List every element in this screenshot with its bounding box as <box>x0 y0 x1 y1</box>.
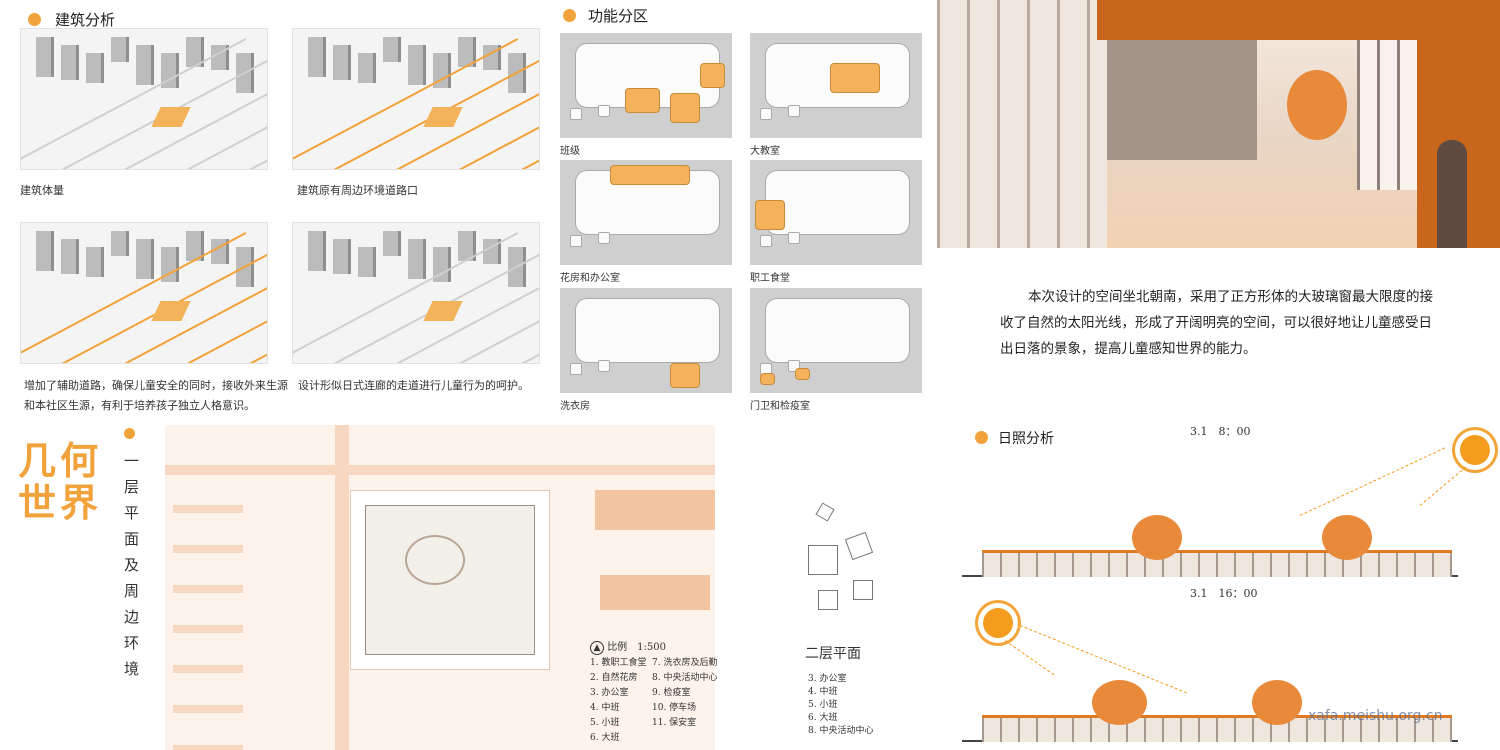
legend-item: 1. 教职工食堂 <box>590 658 647 668</box>
caption: 和本社区生源，有利于培养孩子独立人格意识。 <box>24 399 255 412</box>
function-zones-title: 功能分区 <box>588 7 649 25</box>
site-axonometric-diagram <box>292 222 540 364</box>
plan-legend: 1. 教职工食堂 7. 洗衣房及后勤 2. 自然花房 8. 中央活动中心 3. 办公室 9… <box>590 656 720 746</box>
site-axonometric-diagram <box>292 28 540 170</box>
logo: 几何世界 <box>18 439 103 525</box>
sun-icon <box>1460 435 1490 465</box>
legend-item: 6. 大班 <box>590 733 620 743</box>
site-plan <box>165 425 715 750</box>
sun-ray <box>1419 466 1467 506</box>
legend-item: 3. 办公室 <box>590 688 629 698</box>
legend-item: 4. 中班 <box>808 687 838 697</box>
legend-item: 8. 中央活动中心 <box>808 726 874 736</box>
site-axonometric-diagram <box>20 222 268 364</box>
section-afternoon <box>962 680 1458 742</box>
caption: 建筑原有周边环境道路口 <box>297 184 418 197</box>
bullet-icon <box>563 9 576 22</box>
function-zone-caption: 门卫和检疫室 <box>750 401 810 412</box>
function-zone-diagram <box>750 160 922 265</box>
site-highlight <box>423 301 463 321</box>
north-arrow-icon: ▲ <box>590 641 604 655</box>
legend-item: 10. 停车场 <box>652 703 697 713</box>
caption: 增加了辅助道路，确保儿童安全的同时，接收外来生源 <box>24 379 288 392</box>
legend-item: 6. 大班 <box>808 713 838 723</box>
time-label-morning: 3.1 8：00 <box>1190 425 1251 438</box>
site-highlight <box>151 107 191 127</box>
scale-label: ▲ 比例 1:500 <box>590 638 715 655</box>
caption: 设计形似日式连廊的走道进行儿童行为的呵护。 <box>298 379 529 392</box>
legend-item: 4. 中班 <box>590 703 620 713</box>
function-zone-diagram <box>560 288 732 393</box>
legend-item: 7. 洗衣房及后勤 <box>652 658 718 668</box>
site-highlight <box>151 301 191 321</box>
function-zone-diagram <box>750 288 922 393</box>
sun-ray <box>1004 640 1055 676</box>
legend-item: 3. 办公室 <box>808 674 847 684</box>
legend-item: 9. 检疫室 <box>652 688 691 698</box>
site-highlight <box>423 107 463 127</box>
legend-item: 11. 保安室 <box>652 718 697 728</box>
legend-item: 5. 小班 <box>590 718 620 728</box>
bullet-icon <box>975 431 988 444</box>
time-label-afternoon: 3.1 16：00 <box>1190 587 1258 600</box>
function-zone-diagram <box>560 33 732 138</box>
sun-icon <box>983 608 1013 638</box>
section-morning <box>962 515 1458 577</box>
watermark: xafa.meishu.org.cn <box>1308 708 1443 724</box>
interior-rendering <box>937 0 1500 248</box>
bullet-icon <box>28 13 41 26</box>
second-floor-legend: 3. 办公室 4. 中班 5. 小班 6. 大班 8. 中央活动中心 <box>808 673 873 738</box>
site-axonometric-diagram <box>20 28 268 170</box>
bullet-icon <box>124 428 135 439</box>
building-analysis-title: 建筑分析 <box>55 11 116 29</box>
function-zone-caption: 花房和办公室 <box>560 273 620 284</box>
second-floor-title: 二层平面 <box>805 646 861 662</box>
design-description: 本次设计的空间坐北朝南，采用了正方形体的大玻璃窗最大限度的接收了自然的太阳光线，… <box>1000 289 1433 357</box>
plan-title: 一层平面及周边环境 <box>124 452 140 678</box>
sunlight-title: 日照分析 <box>998 431 1054 447</box>
legend-item: 2. 自然花房 <box>590 673 638 683</box>
function-zone-caption: 大教室 <box>750 146 780 157</box>
function-zone-diagram <box>750 33 922 138</box>
function-zone-diagram <box>560 160 732 265</box>
caption: 建筑体量 <box>20 184 64 197</box>
legend-item: 8. 中央活动中心 <box>652 673 718 683</box>
function-zone-caption: 班级 <box>560 146 580 157</box>
function-zone-caption: 职工食堂 <box>750 273 790 284</box>
scale-text: 比例 1:500 <box>607 642 667 653</box>
legend-item: 5. 小班 <box>808 700 838 710</box>
sun-ray <box>1299 447 1446 516</box>
function-zone-caption: 洗衣房 <box>560 401 590 412</box>
second-floor-plan <box>808 502 883 610</box>
